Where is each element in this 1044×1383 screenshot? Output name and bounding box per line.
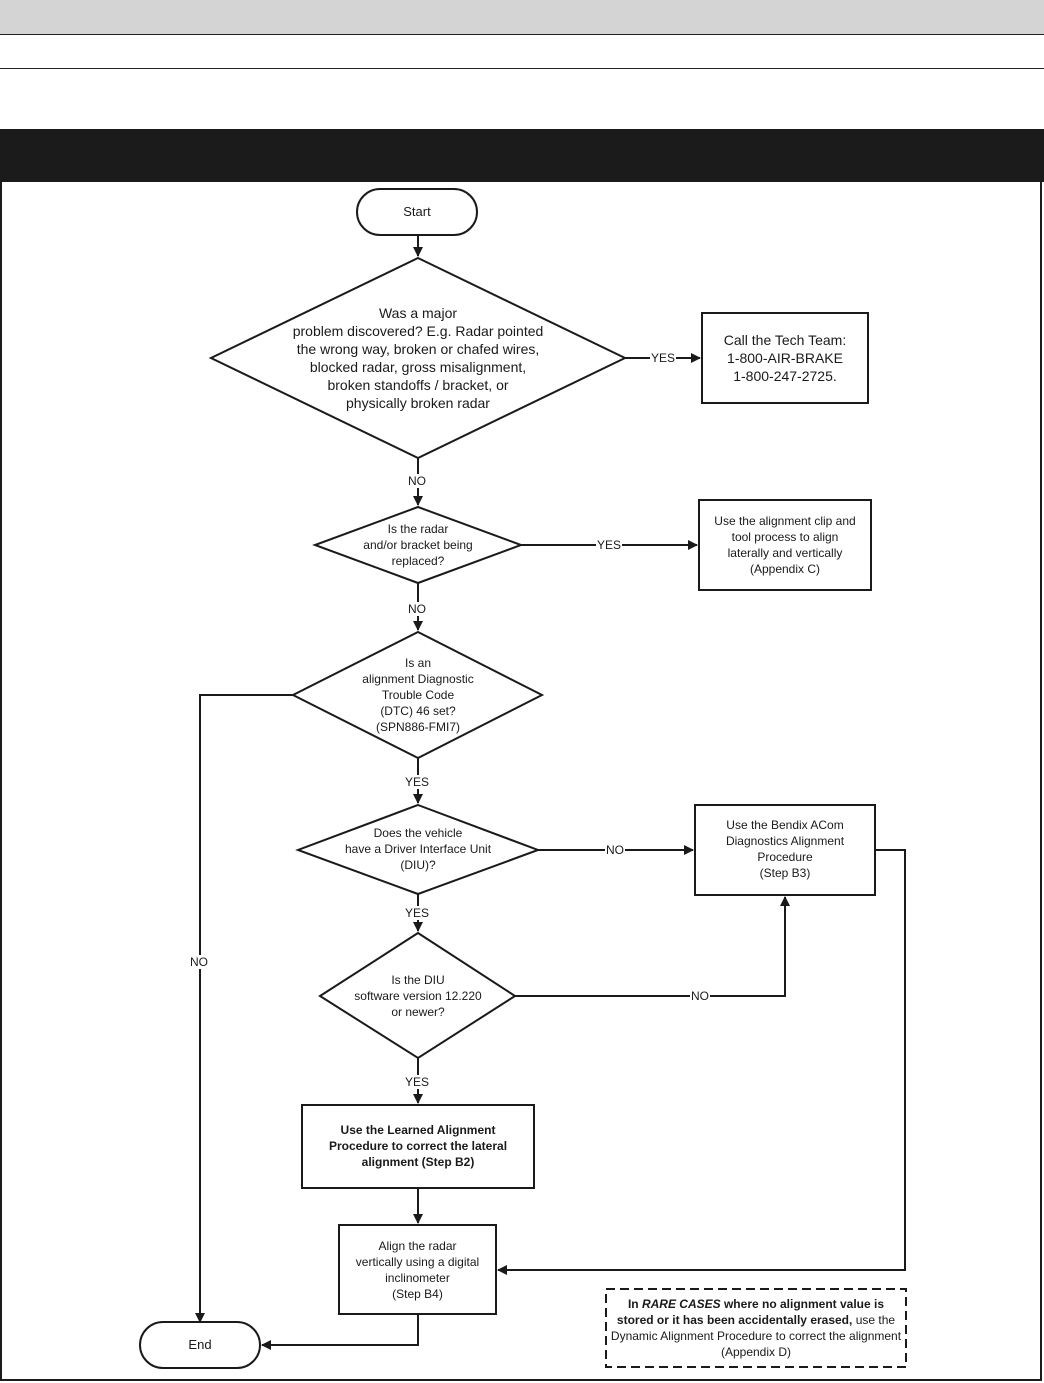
label-dtc-yes: YES: [404, 775, 431, 789]
edge-version-no: [515, 896, 790, 997]
radar-replaced-question: Is the radar and/or bracket being replac…: [363, 522, 473, 568]
label-dtc-no: NO: [189, 955, 209, 969]
label-major-no: NO: [407, 474, 427, 488]
box-tech-team: [701, 312, 869, 404]
box-clip-tool: [698, 499, 872, 591]
label-diu-no: NO: [605, 843, 625, 857]
start-label: Start: [403, 204, 431, 219]
note-text: In RARE CASES where no alignment value i…: [610, 1296, 902, 1360]
label-version-yes: YES: [404, 1075, 431, 1089]
label-major-yes: YES: [650, 351, 677, 365]
header-band-third: [0, 69, 1044, 129]
edge-incl-to-end: [261, 1314, 419, 1350]
note-rare-cases: [605, 1288, 907, 1368]
inclinometer-text: Align the radar vertically using a digit…: [355, 1239, 480, 1301]
major-problem-question: Was a major problem discovered? E.g. Rad…: [292, 305, 544, 411]
learned-alignment-text: Use the Learned Alignment Procedure to c…: [328, 1123, 508, 1169]
diu-version-question: Is the DIU software version 12.220 or ne…: [354, 973, 482, 1019]
note-bold-rest: where no alignment value is stored or it…: [616, 1297, 885, 1327]
box-inclinometer: [338, 1224, 497, 1315]
header-band-top: [0, 0, 1044, 35]
note-prefix: In: [627, 1297, 642, 1311]
box-acom: [694, 804, 876, 896]
edge-dtc-no: [195, 694, 293, 1323]
diu-question: Does the vehicle have a Driver Interface…: [344, 826, 492, 872]
label-replaced-no: NO: [407, 602, 427, 616]
clip-tool-text: Use the alignment clip and tool process …: [714, 514, 856, 576]
dtc-question: Is an alignment Diagnostic Trouble Code …: [362, 656, 474, 734]
label-diu-yes: YES: [404, 906, 431, 920]
content-frame: [0, 182, 1042, 1381]
note-normal-rest: use the Dynamic Alignment Procedure to c…: [610, 1313, 902, 1359]
edge-acom-to-incl: [497, 849, 906, 1275]
note-rare-cases-emphasis: RARE CASES: [641, 1297, 721, 1311]
header-band-second: [0, 35, 1044, 69]
title-bar: [0, 129, 1044, 182]
box-learned-alignment: [301, 1104, 535, 1189]
end-label: End: [188, 1337, 212, 1352]
label-version-no: NO: [690, 989, 710, 1003]
acom-text: Use the Bendix ACom Diagnostics Alignmen…: [725, 818, 845, 880]
label-replaced-yes: YES: [596, 538, 623, 552]
tech-team-text: Call the Tech Team: 1-800-AIR-BRAKE 1-80…: [723, 332, 847, 384]
